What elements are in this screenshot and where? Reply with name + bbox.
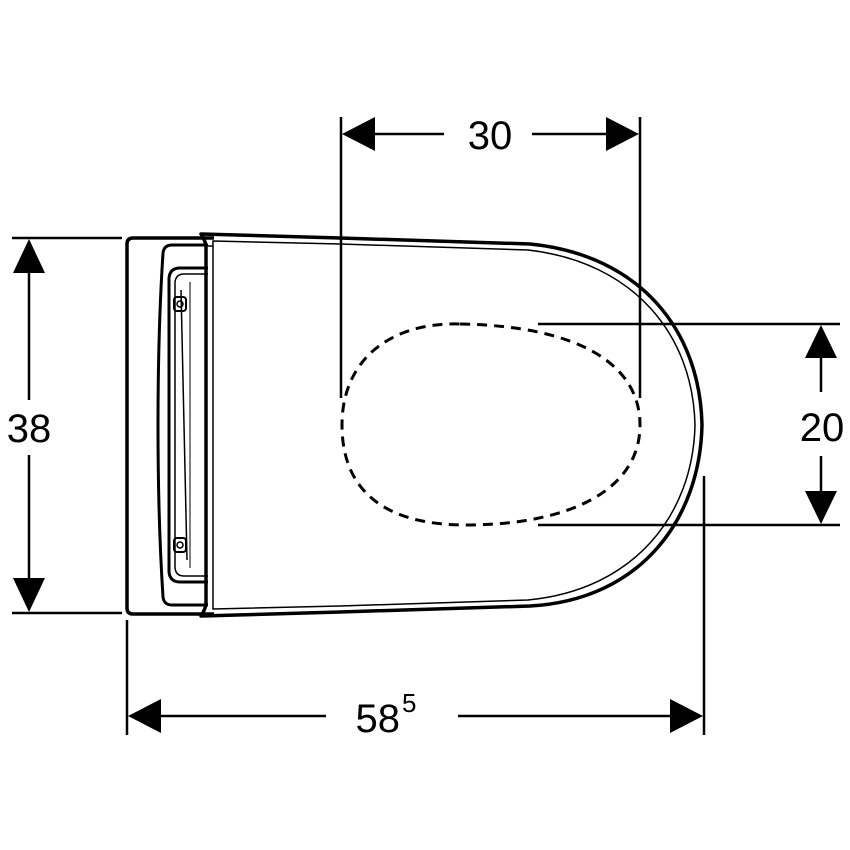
dimension-bottom-length: [125, 476, 706, 735]
toilet-bowl-outline: [199, 232, 704, 618]
bowl-opening-dashed: [340, 322, 642, 527]
dimension-label-left: 38: [7, 407, 52, 451]
dimension-label-bottom: 58: [356, 697, 401, 741]
dimension-label-bottom-superscript: 5: [402, 688, 416, 718]
dimension-label-right: 20: [800, 406, 845, 450]
dimension-right-height: [538, 322, 840, 527]
screw-icon: [173, 537, 187, 553]
dimension-label-top: 30: [468, 114, 513, 158]
dimension-left-height: [12, 236, 122, 615]
mounting-bracket: [156, 243, 208, 607]
screw-icon: [173, 296, 187, 312]
wall-plate: [125, 236, 214, 616]
dimension-top-width: [339, 117, 642, 398]
